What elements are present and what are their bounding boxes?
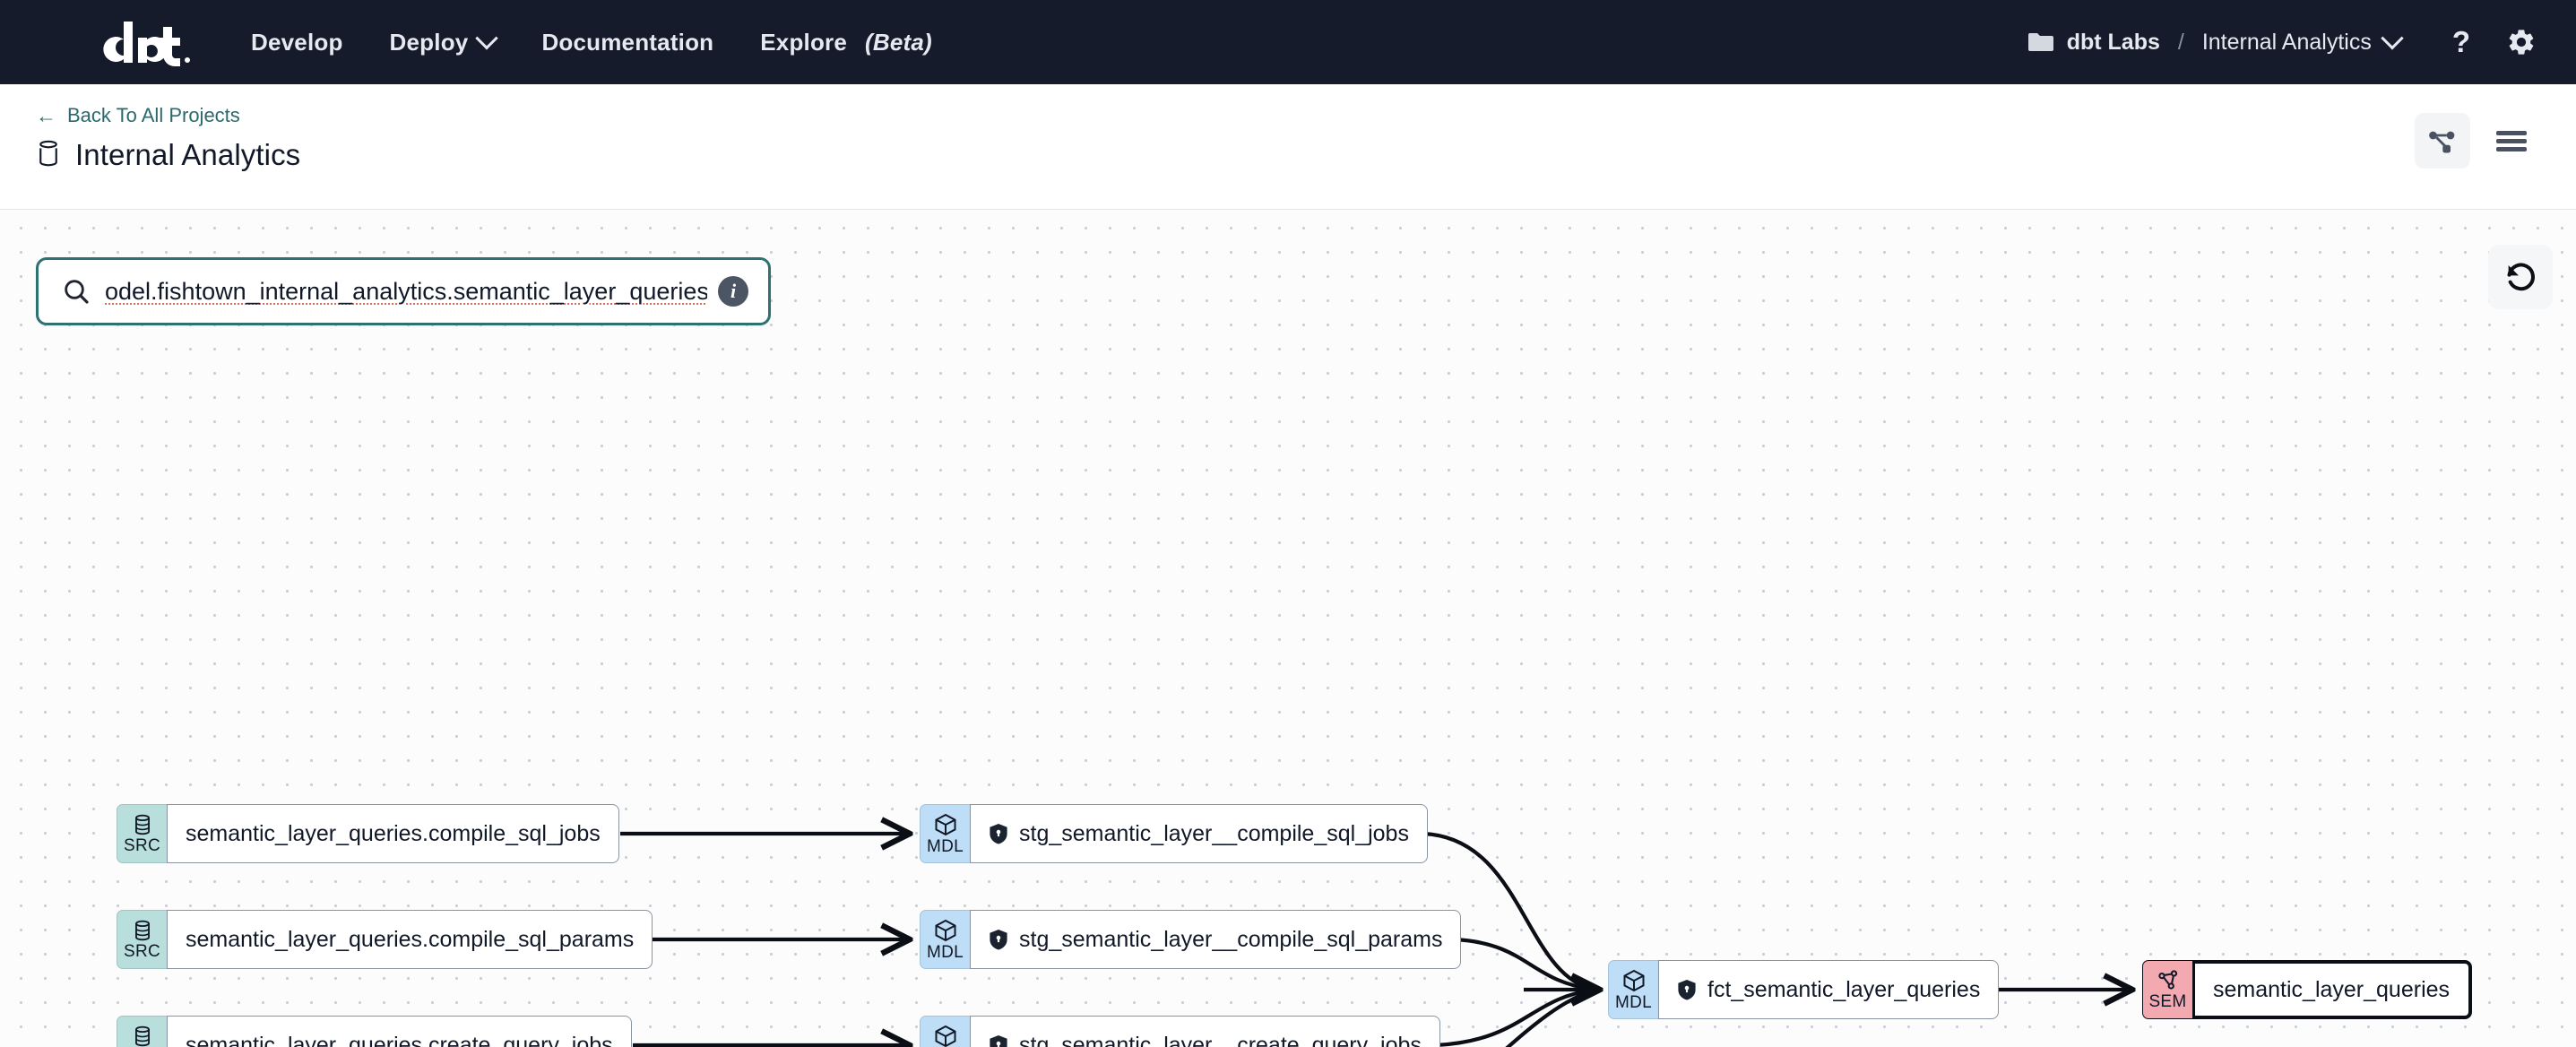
lineage-canvas[interactable]: odel.fishtown_internal_analytics.semanti… [0,211,2576,1047]
lineage-node-src-compile-sql-params[interactable]: SRC semantic_layer_queries.compile_sql_p… [117,910,653,969]
subheader-left: ← Back To All Projects Internal Analytic… [36,104,300,172]
node-type-badge-mdl-label: MDL [1614,993,1652,1012]
reset-arrow-icon [2507,263,2535,291]
node-label: fct_semantic_layer_queries [1707,976,1981,1002]
main-nav-links: Develop Deploy Documentation Explore (Be… [251,27,932,56]
node-type-badge-mdl: MDL [920,804,970,863]
lineage-node-src-create-query-jobs[interactable]: SRC semantic_layer_queries.create_query_… [117,1016,632,1047]
page-title: Internal Analytics [75,138,301,171]
lineage-edges [620,211,2576,1047]
node-body: stg_semantic_layer__compile_sql_jobs [970,804,1428,863]
gear-icon-glyph [2509,30,2534,55]
shield-icon [1677,979,1697,1000]
reset-view-button[interactable] [2488,245,2553,309]
node-type-badge-mdl-label: MDL [926,943,964,962]
node-label: semantic_layer_queries.create_query_jobs [186,1032,613,1047]
node-label: stg_semantic_layer__create_query_jobs [1019,1032,1422,1047]
node-body: stg_semantic_layer__create_query_jobs [970,1016,1440,1047]
node-type-badge-src-label: SRC [123,836,160,855]
nav-link-documentation[interactable]: Documentation [541,29,713,56]
semantic-model-icon [2157,970,2177,990]
source-database-icon [134,920,150,941]
breadcrumb-organization-label: dbt Labs [2066,29,2160,55]
dbt-logo[interactable] [38,14,192,70]
breadcrumb-project[interactable]: Internal Analytics [2201,27,2404,56]
nav-link-deploy-label: Deploy [389,28,469,56]
node-body: semantic_layer_queries.compile_sql_param… [167,910,653,969]
back-to-all-projects-link[interactable]: ← Back To All Projects [36,104,300,127]
node-label: semantic_layer_queries.compile_sql_param… [186,926,635,952]
model-cube-icon [1623,969,1644,992]
node-type-badge-sem: SEM [2142,960,2192,1019]
source-database-icon [134,1025,150,1047]
nav-link-develop-label: Develop [251,28,343,56]
folder-icon [2027,31,2054,53]
search-icon [62,277,91,306]
search-input[interactable]: odel.fishtown_internal_analytics.semanti… [36,257,771,325]
back-to-all-projects-label: Back To All Projects [67,104,240,126]
hamburger-menu-icon-glyph [2496,127,2527,155]
node-type-badge-mdl: MDL [1608,960,1658,1019]
top-nav-right-section: dbt Labs / Internal Analytics ? [2027,25,2537,59]
node-label: stg_semantic_layer__compile_sql_jobs [1019,820,1409,846]
node-body: semantic_layer_queries.create_query_jobs [167,1016,632,1047]
node-type-badge-mdl: MDL [920,1016,970,1047]
help-icon-glyph: ? [2451,25,2470,58]
shield-icon [989,1034,1008,1047]
page-title-row: Internal Analytics [36,138,300,172]
nav-link-explore[interactable]: Explore (Beta) [760,29,932,56]
search-input-value: odel.fishtown_internal_analytics.semanti… [105,277,707,305]
nav-link-deploy[interactable]: Deploy [389,27,499,56]
node-type-badge-mdl-label: MDL [926,837,964,856]
breadcrumb-project-label: Internal Analytics [2201,29,2372,55]
lineage-node-src-compile-sql-jobs[interactable]: SRC semantic_layer_queries.compile_sql_j… [117,804,619,863]
arrow-left-icon: ← [36,103,56,127]
nav-link-develop[interactable]: Develop [251,29,343,56]
model-cube-icon [935,919,955,942]
breadcrumb-separator: / [2177,29,2184,55]
node-type-badge-mdl: MDL [920,910,970,969]
node-type-badge-src-label: SRC [123,942,160,961]
shield-icon [989,823,1008,844]
lineage-graph-icon-glyph [2429,131,2455,153]
node-label: semantic_layer_queries.compile_sql_jobs [186,820,601,846]
lineage-node-mdl-stg-create-query-jobs[interactable]: MDL stg_semantic_layer__create_query_job… [920,1016,1440,1047]
model-cube-icon [935,1025,955,1047]
lineage-node-mdl-stg-compile-sql-jobs[interactable]: MDL stg_semantic_layer__compile_sql_jobs [920,804,1428,863]
help-icon[interactable]: ? [2452,25,2470,59]
nav-link-explore-beta-tag: (Beta) [865,28,932,56]
subheader-actions [2415,104,2537,169]
lineage-nodes: SRC semantic_layer_queries.compile_sql_j… [0,211,2576,1047]
lineage-node-mdl-stg-compile-sql-params[interactable]: MDL stg_semantic_layer__compile_sql_para… [920,910,1462,969]
lineage-node-sem-semantic-layer-queries[interactable]: SEM semantic_layer_queries [2142,960,2472,1019]
lineage-node-mdl-fct-semantic-layer-queries[interactable]: MDL fct_semantic_layer_queries [1608,960,2000,1019]
chevron-down-icon [2381,27,2404,50]
source-database-icon [134,814,150,835]
shield-icon [989,929,1008,950]
node-type-badge-src: SRC [117,1016,167,1047]
database-icon [36,140,61,171]
nav-link-explore-label: Explore [760,28,848,56]
top-navigation-bar: Develop Deploy Documentation Explore (Be… [0,0,2576,84]
info-icon[interactable]: i [718,276,748,307]
node-body: semantic_layer_queries [2192,960,2472,1019]
page-subheader: ← Back To All Projects Internal Analytic… [0,84,2576,210]
breadcrumb-organization[interactable]: dbt Labs [2027,30,2160,56]
node-label: stg_semantic_layer__compile_sql_params [1019,926,1443,952]
lineage-graph-icon[interactable] [2415,113,2470,169]
chevron-down-icon [475,27,499,50]
model-cube-icon [935,813,955,836]
node-type-badge-src: SRC [117,910,167,969]
edge-mdl4-fct [1505,987,1596,1047]
hamburger-menu-icon[interactable] [2486,116,2537,166]
node-body: fct_semantic_layer_queries [1658,960,2000,1019]
nav-link-documentation-label: Documentation [541,28,714,56]
node-type-badge-sem-label: SEM [2148,992,2187,1011]
dbt-logo-icon [45,18,190,66]
node-body: semantic_layer_queries.compile_sql_jobs [167,804,619,863]
node-body: stg_semantic_layer__compile_sql_params [970,910,1462,969]
node-type-badge-src: SRC [117,804,167,863]
gear-icon[interactable] [2506,27,2537,57]
node-label: semantic_layer_queries [2213,976,2451,1002]
